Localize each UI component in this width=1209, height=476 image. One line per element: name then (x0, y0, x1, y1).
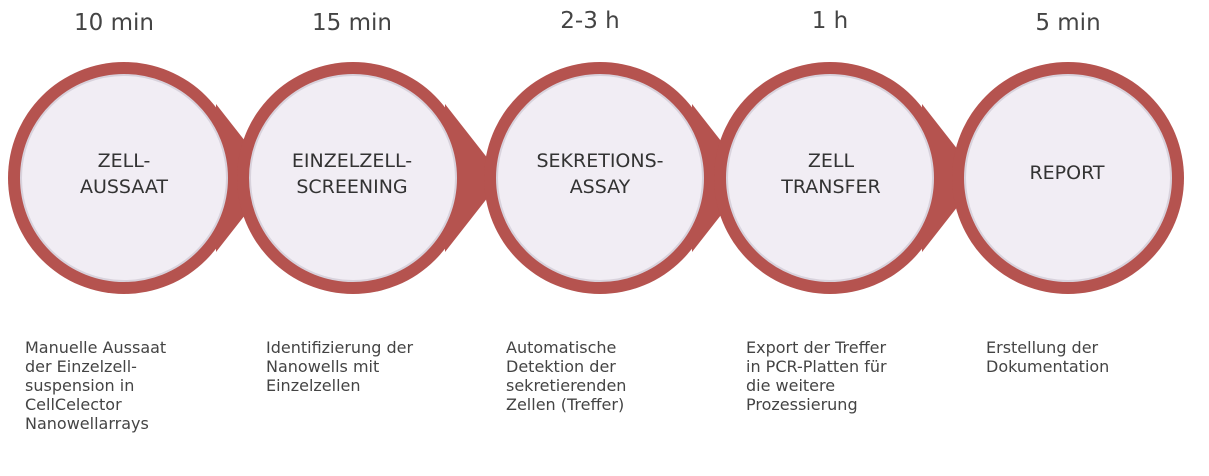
step-3-description: Automatische Detektion der sekretierende… (506, 338, 627, 414)
step-5-time: 5 min (1035, 10, 1101, 36)
step-5-description: Erstellung der Dokumentation (986, 338, 1110, 376)
step-5-circle (964, 74, 1172, 282)
step-2-description: Identifizierung der Nanowells mit Einzel… (266, 338, 414, 395)
step-4-arrow (922, 104, 980, 252)
step-5-title: REPORT (1029, 162, 1105, 184)
step-4-time: 1 h (811, 8, 849, 34)
step-4-description: Export der Treffer in PCR-Platten für di… (746, 338, 887, 414)
step-4-circle (726, 74, 934, 282)
step-3-circle (496, 74, 704, 282)
step-3-time: 2-3 h (560, 8, 620, 34)
step-1-description: Manuelle Aussaat der Einzelzell- suspens… (25, 338, 167, 433)
step-1-title: ZELL- AUSSAAT (79, 150, 169, 198)
step-2-time: 15 min (312, 10, 392, 36)
step-2-arrow (445, 104, 503, 252)
step-2-title: EINZELZELL- SCREENING (291, 150, 413, 198)
step-3-title: SEKRETIONS- ASSAY (536, 150, 664, 198)
step-4-title: ZELL TRANSFER (781, 150, 881, 198)
step-1-circle (20, 74, 228, 282)
step-2-circle (249, 74, 457, 282)
step-1-time: 10 min (74, 10, 154, 36)
